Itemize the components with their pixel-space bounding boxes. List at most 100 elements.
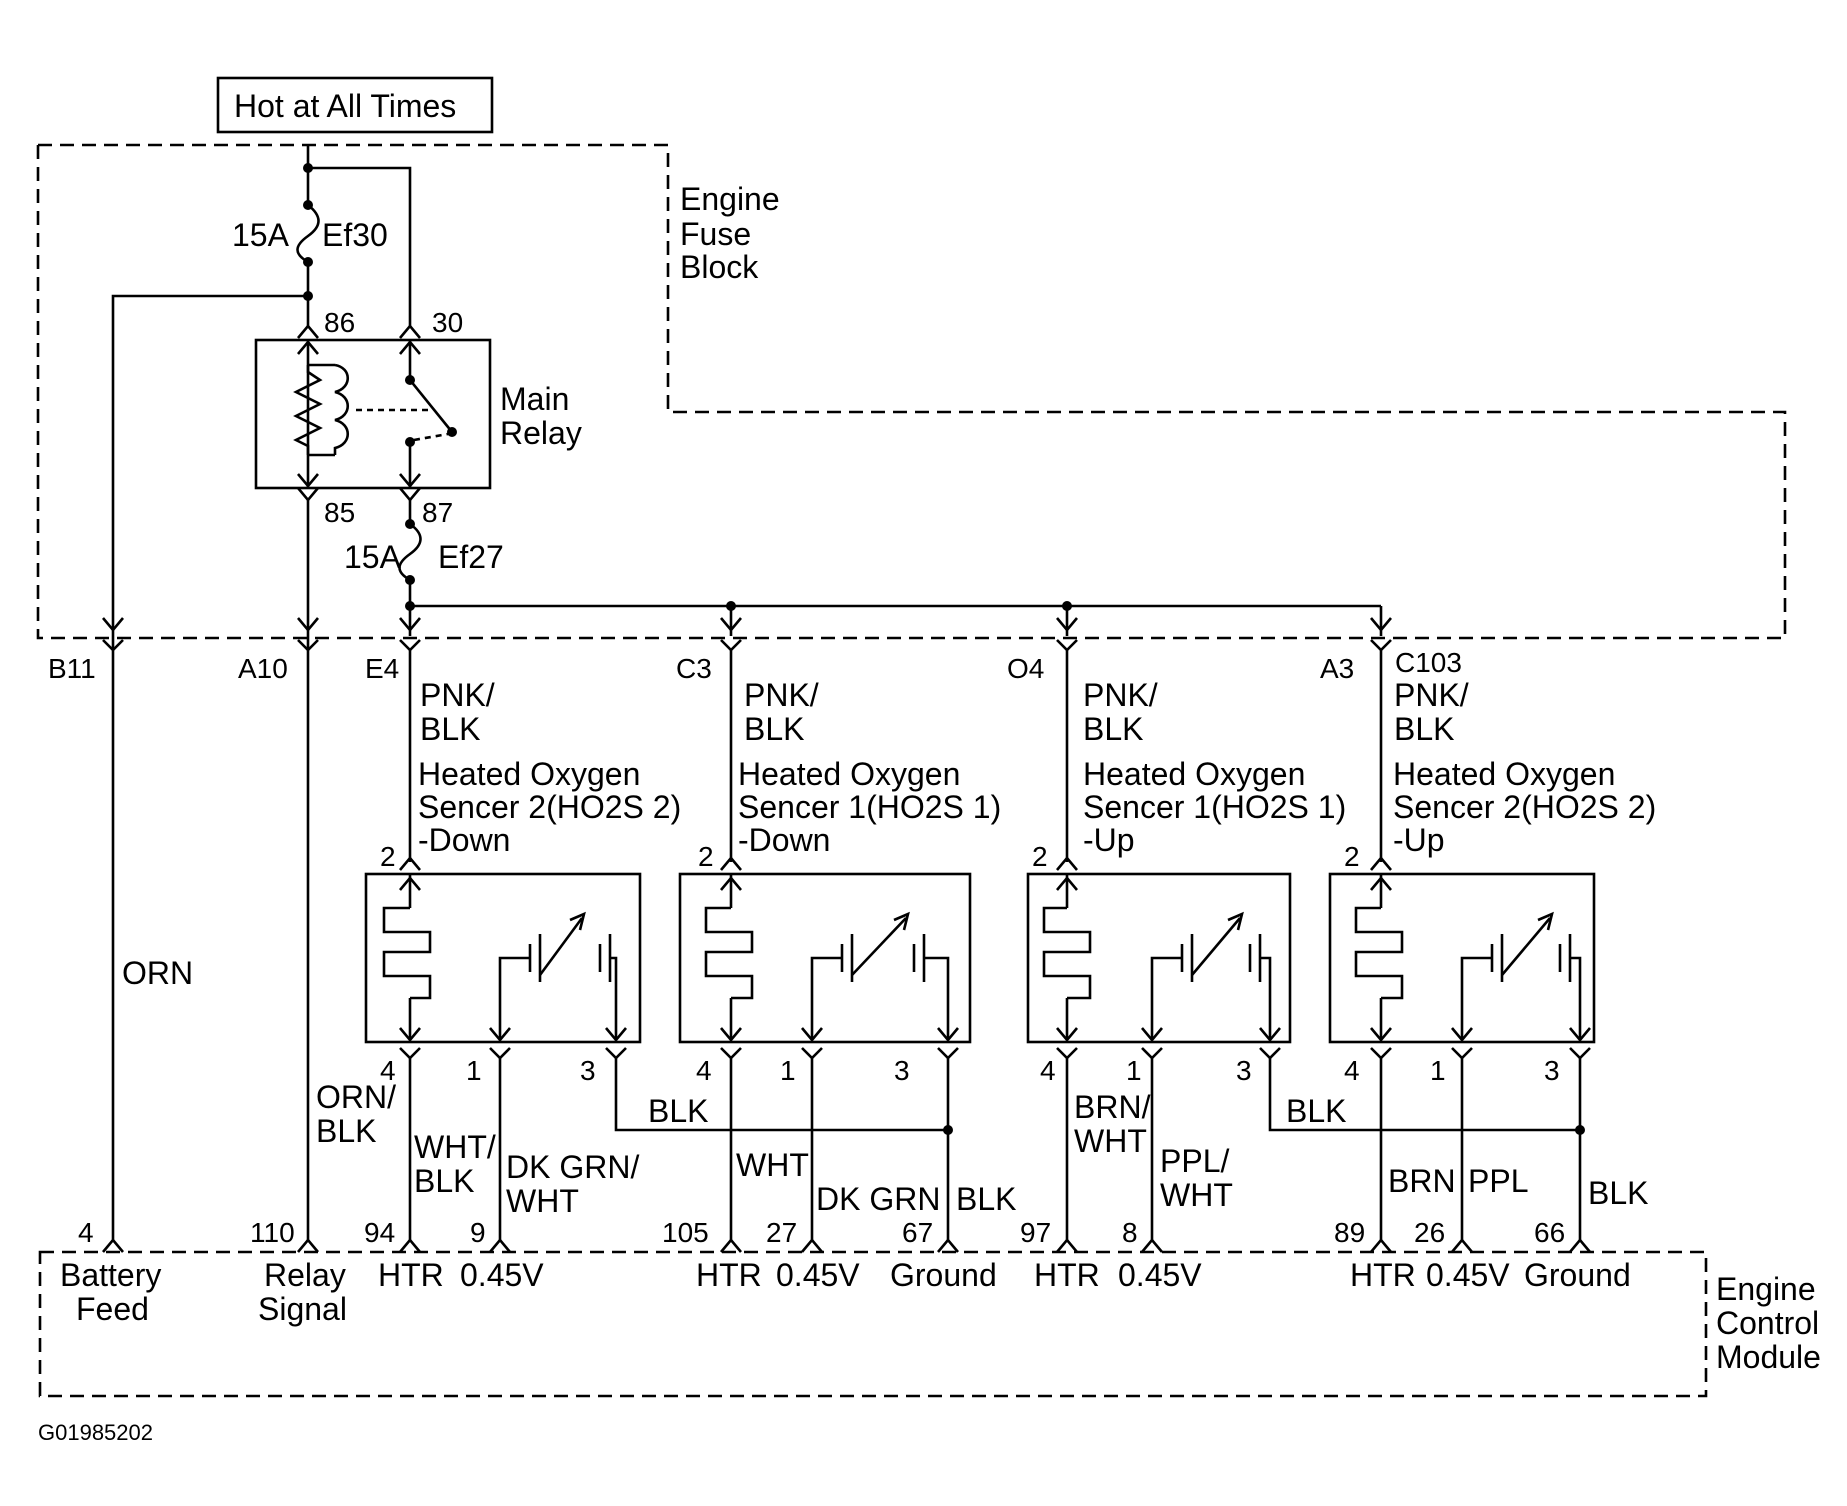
- ecm-pin-27: 27: [766, 1217, 797, 1248]
- connector-pin-a10: A10: [238, 653, 288, 684]
- ecm-ground-2: Ground: [1524, 1257, 1631, 1293]
- sensor-label-ho2s2-down: Heated Oxygen Sencer 2(HO2S 2) -Down: [418, 756, 690, 858]
- wire-label-s1-signal: DK GRN/WHT: [506, 1149, 639, 1219]
- relay-resistor-icon: [293, 365, 323, 455]
- heater-element-icon: [1354, 906, 1404, 1000]
- wire-to-pin30: [308, 166, 412, 328]
- wire-label-s3-signal: PPL/WHT: [1160, 1143, 1233, 1213]
- sensor1-pin-1: 1: [466, 1055, 482, 1086]
- ecm-pin-9: 9: [470, 1217, 486, 1248]
- sensor4-pin-3: 3: [1544, 1055, 1560, 1086]
- ecm-htr-2: HTR: [696, 1257, 762, 1293]
- wire-label-s4-ground: BLK: [1588, 1175, 1648, 1211]
- ecm-045v-3: 0.45V: [1118, 1257, 1202, 1293]
- ecm-label: Engine Control Module: [1716, 1271, 1828, 1375]
- connector-pin-a3: A3: [1320, 653, 1354, 684]
- sensor1-pin-3: 3: [580, 1055, 596, 1086]
- splice-dot: [1575, 1125, 1585, 1135]
- ecm-045v-1: 0.45V: [460, 1257, 544, 1293]
- ecm-ground-1: Ground: [890, 1257, 997, 1293]
- ecm-htr-4: HTR: [1350, 1257, 1416, 1293]
- sensor2-pin-4: 4: [696, 1055, 712, 1086]
- sensor-ho2s1-down: [678, 855, 972, 1060]
- fuse-block-connector-arrows: [102, 617, 1392, 652]
- wire-s3-ground-blk: [1268, 1058, 1580, 1132]
- sensor4-pin-4: 4: [1344, 1055, 1360, 1086]
- sensor-label-ho2s1-down: Heated Oxygen Sencer 1(HO2S 1) -Down: [738, 756, 1010, 858]
- relay-pin-86: 86: [324, 307, 355, 338]
- relay-pin-30: 30: [432, 307, 463, 338]
- ecm-battery-feed: Battery Feed: [60, 1257, 170, 1327]
- sensor2-pin-3: 3: [894, 1055, 910, 1086]
- sensor1-pin-2: 2: [380, 841, 396, 872]
- wire-label-orn: ORN: [122, 955, 193, 991]
- ecm-pin-94: 94: [364, 1217, 395, 1248]
- ecm-pin-66: 66: [1534, 1217, 1565, 1248]
- connector-pin-b11: B11: [48, 653, 96, 684]
- relay-switch-blade: [408, 379, 454, 433]
- fuse-ef27-name: Ef27: [438, 539, 504, 575]
- wire-label-pnk-blk: PNK/BLK: [744, 677, 819, 747]
- ecm-connector-arrows: [102, 1237, 1591, 1253]
- sensor2-pin-1: 1: [780, 1055, 796, 1086]
- title-box: [216, 76, 494, 134]
- fuse-block-label: Engine Fuse Block: [680, 181, 789, 285]
- relay-inner-arrow: [399, 339, 421, 355]
- heater-element-icon: [1042, 906, 1092, 1000]
- fuse-ef27: [398, 522, 422, 582]
- relay-pin-87: 87: [422, 497, 453, 528]
- wire-label-s1-htr: WHT/BLK: [414, 1129, 496, 1199]
- relay-pin-87-connector: [399, 487, 421, 503]
- heater-element-icon: [382, 906, 432, 1000]
- figure-id: G01985202: [38, 1420, 153, 1445]
- heater-element-icon: [704, 906, 754, 1000]
- connector-c103: C103: [1395, 647, 1462, 678]
- ecm-pin-89: 89: [1334, 1217, 1365, 1248]
- sensor-ho2s1-up: [1026, 855, 1292, 1060]
- sensor-ho2s2-down: [364, 855, 642, 1060]
- wire-label-s2-ground: BLK: [956, 1181, 1016, 1217]
- wire-label-pnk-blk: PNK/BLK: [1394, 677, 1469, 747]
- sensor-pin-2-connector: [399, 855, 421, 871]
- relay-coil-icon: [333, 363, 350, 455]
- connector-pin-e4: E4: [365, 653, 399, 684]
- ecm-relay-signal: Relay Signal: [258, 1257, 355, 1327]
- ecm-pin-105: 105: [662, 1217, 709, 1248]
- relay-inner-arrow: [399, 473, 421, 489]
- connector-pin-o4: O4: [1007, 653, 1044, 684]
- sensor-label-ho2s2-up: Heated Oxygen Sencer 2(HO2S 2) -Up: [1393, 756, 1665, 858]
- ecm-outline: [38, 1250, 1708, 1398]
- wire-label-orn-blk: ORN/BLK: [316, 1079, 396, 1149]
- wire-label-blk-right: BLK: [1286, 1093, 1346, 1129]
- wire-label-s4-htr: BRN: [1388, 1163, 1456, 1199]
- ecm-045v-2: 0.45V: [776, 1257, 860, 1293]
- ecm-pin-67: 67: [902, 1217, 933, 1248]
- wire-label-blk-left: BLK: [648, 1093, 708, 1129]
- main-relay-box: [254, 338, 492, 490]
- sensor-ho2s2-up: [1328, 855, 1596, 1060]
- ecm-pin-110: 110: [250, 1217, 295, 1248]
- wire-label-s2-htr: WHT: [736, 1147, 809, 1183]
- wire-label-s3-htr: BRN/WHT: [1074, 1089, 1151, 1159]
- wire-orn-battery-feed: [111, 294, 308, 1240]
- diagram-title: Hot at All Times: [234, 88, 456, 124]
- sensor3-pin-3: 3: [1236, 1055, 1252, 1086]
- sensor-pin-2-connector: [1370, 855, 1392, 871]
- fuse-ef27-rating: 15A: [344, 539, 402, 575]
- relay-contact-dashed: [413, 432, 449, 442]
- ecm-pin-8: 8: [1122, 1217, 1138, 1248]
- relay-pin-85: 85: [324, 497, 355, 528]
- wire-label-pnk-blk: PNK/BLK: [1083, 677, 1158, 747]
- ecm-045v-4: 0.45V: [1426, 1257, 1510, 1293]
- relay-switch-contact: [447, 427, 457, 437]
- sensor1-pin-4: 4: [380, 1055, 396, 1086]
- sensor4-pin-2: 2: [1344, 841, 1360, 872]
- ecm-pin-4: 4: [78, 1217, 94, 1248]
- sensor-pin-2-connector: [720, 855, 742, 871]
- sensor3-pin-4: 4: [1040, 1055, 1056, 1086]
- ecm-htr-1: HTR: [378, 1257, 444, 1293]
- relay-pin-86-connector: [297, 323, 319, 339]
- fuse-ef30: [296, 203, 320, 264]
- splice-dot: [943, 1125, 953, 1135]
- sensor-label-ho2s1-up: Heated Oxygen Sencer 1(HO2S 1) -Up: [1083, 756, 1355, 858]
